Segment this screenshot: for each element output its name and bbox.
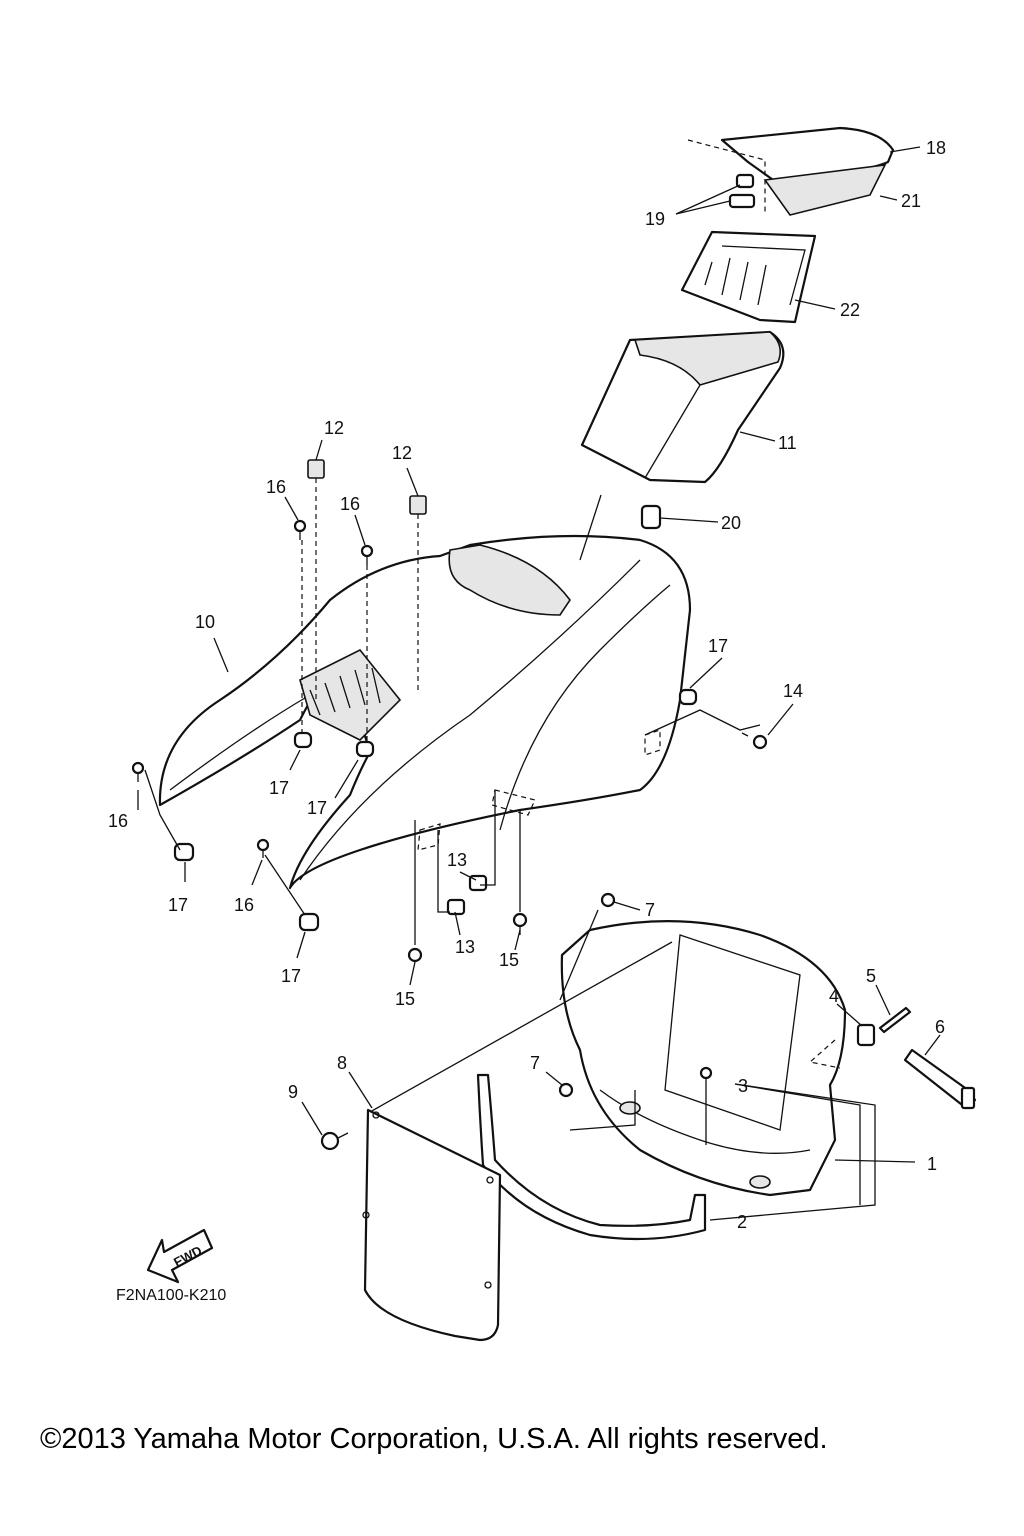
part-22-insert (680, 230, 817, 324)
callout-17b: 17 (307, 798, 327, 818)
callout-16a: 16 (266, 477, 286, 497)
part-11-storage-bin (580, 330, 785, 484)
callout-6: 6 (935, 1017, 945, 1037)
callout-7b: 7 (530, 1053, 540, 1073)
part-10-deck-cover (158, 534, 692, 890)
callout-19: 19 (645, 209, 665, 229)
copyright-notice: ©2013 Yamaha Motor Corporation, U.S.A. A… (40, 1423, 828, 1455)
callout-20: 20 (721, 513, 741, 533)
callout-11: 11 (778, 433, 797, 453)
callout-9: 9 (288, 1082, 298, 1102)
callout-16b: 16 (340, 494, 360, 514)
callout-8: 8 (337, 1053, 347, 1073)
callout-labels: 1 2 3 4 5 6 7 7 8 9 10 11 12 12 13 13 14… (108, 138, 946, 1232)
leader-lines (137, 146, 941, 1221)
callout-4: 4 (829, 986, 839, 1006)
part-4-bracket (856, 1023, 876, 1047)
callout-21: 21 (901, 191, 921, 211)
callout-10: 10 (195, 612, 215, 632)
part-8-plate (362, 1108, 502, 1342)
fasteners (131, 459, 768, 1151)
part-5-pin (878, 1006, 912, 1034)
callout-13b: 13 (455, 937, 475, 957)
callout-13a: 13 (447, 850, 467, 870)
callout-15b: 15 (395, 989, 415, 1009)
part-1-tray (560, 920, 847, 1197)
part-18-lid (720, 126, 895, 216)
part-19-latches (687, 139, 766, 215)
callout-2: 2 (737, 1212, 747, 1232)
callout-22: 22 (840, 300, 860, 320)
part-6-strap (903, 1048, 977, 1110)
callout-12a: 12 (324, 418, 344, 438)
callout-18: 18 (926, 138, 946, 158)
part-20-clip (640, 504, 662, 530)
callout-12b: 12 (392, 443, 412, 463)
callout-16c: 16 (108, 811, 128, 831)
callout-5: 5 (866, 966, 876, 986)
callout-15a: 15 (499, 950, 519, 970)
callout-17c: 17 (168, 895, 188, 915)
callout-3: 3 (738, 1076, 748, 1096)
callout-1: 1 (927, 1154, 937, 1174)
callout-17e: 17 (708, 636, 728, 656)
callout-7a: 7 (645, 900, 655, 920)
figure-code: F2NA100-K210 (116, 1287, 226, 1304)
fwd-arrow: FWD (146, 1228, 214, 1284)
callout-16d: 16 (234, 895, 254, 915)
callout-17a: 17 (269, 778, 289, 798)
callout-17d: 17 (281, 966, 301, 986)
callout-14: 14 (783, 681, 803, 701)
